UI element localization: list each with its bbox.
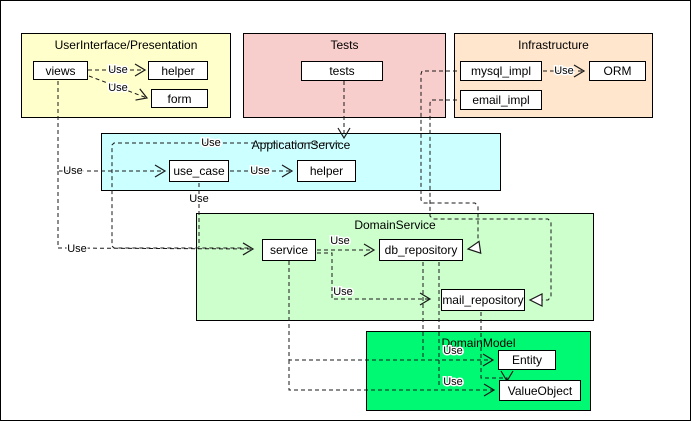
- edge-service-mailrepo-label: Use: [333, 286, 353, 298]
- node-helper-ui[interactable]: helper: [148, 61, 208, 80]
- package-title: DomainModel: [441, 336, 516, 350]
- node-helper-app[interactable]: helper: [297, 160, 356, 182]
- edge-views-helper-label: Use: [108, 64, 128, 76]
- package-title: UserInterface/Presentation: [54, 38, 198, 52]
- package-title: ApplicationService: [251, 138, 351, 152]
- edge-appservice-service: [111, 142, 339, 249]
- node-email-impl[interactable]: email_impl: [460, 90, 542, 110]
- edge-usecase-service-label: Use: [189, 193, 209, 205]
- edge-mysql-dbrepo: [420, 70, 482, 255]
- edge-views-usecase: [57, 81, 167, 178]
- edge-views-service-label: Use: [67, 243, 87, 255]
- edge-views-service: [57, 171, 255, 256]
- node-tests[interactable]: tests: [301, 61, 383, 81]
- package-title: Infrastructure: [518, 38, 589, 52]
- edge-service-entity-label: Use: [443, 345, 463, 357]
- edge-mailrepo-valueobject: [480, 312, 514, 383]
- edge-mysql-orm-label: Use: [554, 65, 574, 77]
- edge-email-mailrepo: [429, 99, 552, 307]
- edge-service-valueobject-label: Use: [443, 376, 463, 388]
- node-mysql-impl[interactable]: mysql_impl: [460, 61, 542, 81]
- edge-service-valueobject: [288, 360, 496, 397]
- edge-views-form: [88, 75, 149, 101]
- package-title: DomainService: [354, 218, 436, 232]
- node-use-case[interactable]: use_case: [169, 160, 229, 182]
- edge-service-dbrepo-label: Use: [330, 235, 350, 247]
- package-domainservice[interactable]: DomainService: [196, 213, 594, 321]
- node-mail-repository[interactable]: mail_repository: [441, 289, 525, 311]
- node-orm[interactable]: ORM: [589, 61, 646, 81]
- edge-appservice-service-label: Use: [201, 137, 221, 149]
- node-service[interactable]: service: [262, 239, 316, 261]
- node-form[interactable]: form: [151, 89, 208, 108]
- edge-usecase-helper-label: Use: [250, 165, 270, 177]
- node-value-object[interactable]: ValueObject: [499, 380, 581, 401]
- node-views[interactable]: views: [33, 61, 88, 80]
- node-entity[interactable]: Entity: [498, 350, 556, 370]
- node-db-repository[interactable]: db_repository: [379, 239, 463, 261]
- edge-views-form-label: Use: [108, 82, 128, 94]
- edge-service-mailrepo: [317, 252, 432, 306]
- package-title: Tests: [330, 38, 359, 52]
- edge-views-usecase-label: Use: [63, 165, 83, 177]
